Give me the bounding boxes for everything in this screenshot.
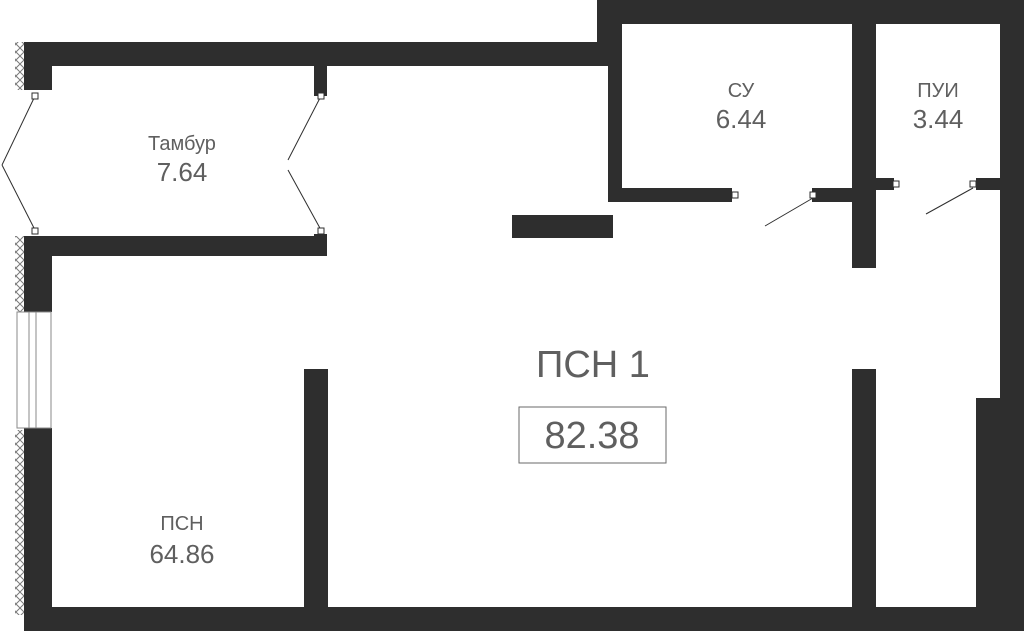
- room-name-tambur: Тамбур: [148, 133, 216, 155]
- room-name-pui: ПУИ: [917, 80, 958, 102]
- room-area-su: 6.44: [716, 104, 767, 134]
- room-area-pui: 3.44: [913, 104, 964, 134]
- unit-label: ПСН 1 82.38: [518, 344, 667, 464]
- room-area-tambur: 7.64: [157, 157, 208, 187]
- room-label-psn: ПСН 64.86: [149, 513, 214, 569]
- unit-area: 82.38: [544, 415, 639, 457]
- room-name-psn: ПСН: [160, 513, 203, 535]
- walls: [24, 0, 1024, 631]
- window: [16, 311, 52, 429]
- room-area-psn: 64.86: [149, 539, 214, 569]
- room-label-su: СУ 6.44: [716, 80, 767, 134]
- room-label-pui: ПУИ 3.44: [913, 80, 964, 134]
- unit-area-box: [518, 406, 667, 464]
- doors: [1, 92, 977, 235]
- room-name-su: СУ: [728, 80, 755, 102]
- unit-name: ПСН 1: [536, 344, 650, 386]
- room-label-tambur: Тамбур 7.64: [148, 133, 216, 187]
